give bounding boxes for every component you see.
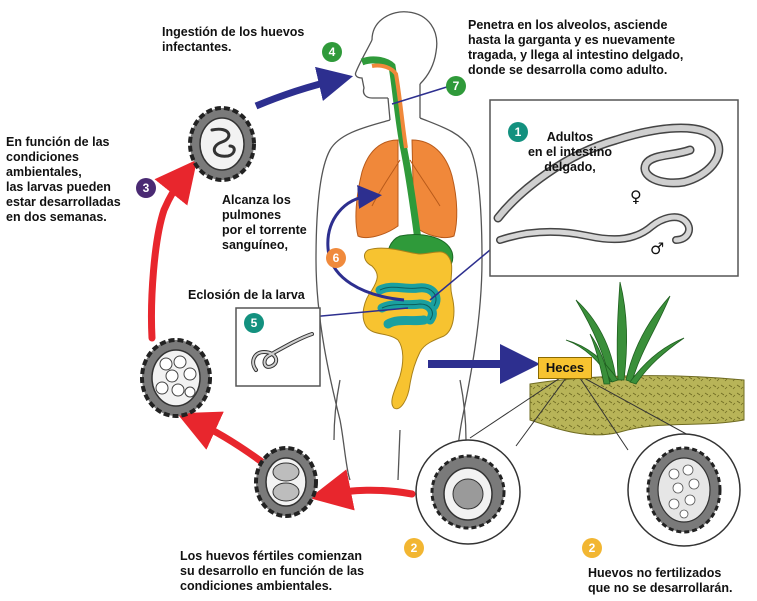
step-4-label: Ingestión de los huevos infectantes. bbox=[162, 25, 304, 55]
adult-worms-box: ♀ ♂ bbox=[490, 100, 738, 276]
step-4-badge: 4 bbox=[322, 42, 342, 62]
embryonated-egg bbox=[190, 108, 254, 180]
two-cell-egg bbox=[256, 448, 316, 516]
step-6-badge: 6 bbox=[326, 248, 346, 268]
ingestion-arrow bbox=[256, 80, 336, 106]
non-fertile-egg-circle bbox=[628, 434, 740, 546]
feces-label: Heces bbox=[538, 357, 592, 379]
step-5-badge: 5 bbox=[244, 313, 264, 333]
step-3-badge: 3 bbox=[136, 178, 156, 198]
step-2-nonfertile-label: Huevos no fertilizados que no se desarro… bbox=[588, 566, 733, 596]
step-3-label: En función de las condiciones ambientale… bbox=[6, 135, 121, 225]
soil bbox=[530, 376, 744, 435]
step-6-label: Alcanza los pulmones por el torrente san… bbox=[222, 193, 307, 253]
step-2-fertile-label: Los huevos fértiles comienzan su desarro… bbox=[180, 549, 364, 594]
male-symbol: ♂ bbox=[650, 239, 664, 258]
female-symbol: ♀ bbox=[630, 187, 642, 206]
step-7-label: Penetra en los alveolos, asciende hasta … bbox=[468, 18, 683, 78]
large-intestine bbox=[363, 248, 454, 409]
step-1-label: Adultos en el intestino delgado, bbox=[516, 130, 624, 175]
step-5-label: Eclosión de la larva bbox=[188, 288, 305, 303]
morula-egg bbox=[142, 340, 210, 416]
step-2-fertile-badge: 2 bbox=[404, 538, 424, 558]
step-7-badge: 7 bbox=[446, 76, 466, 96]
fertile-egg-circle bbox=[416, 440, 520, 544]
step-2-nonfertile-badge: 2 bbox=[582, 538, 602, 558]
